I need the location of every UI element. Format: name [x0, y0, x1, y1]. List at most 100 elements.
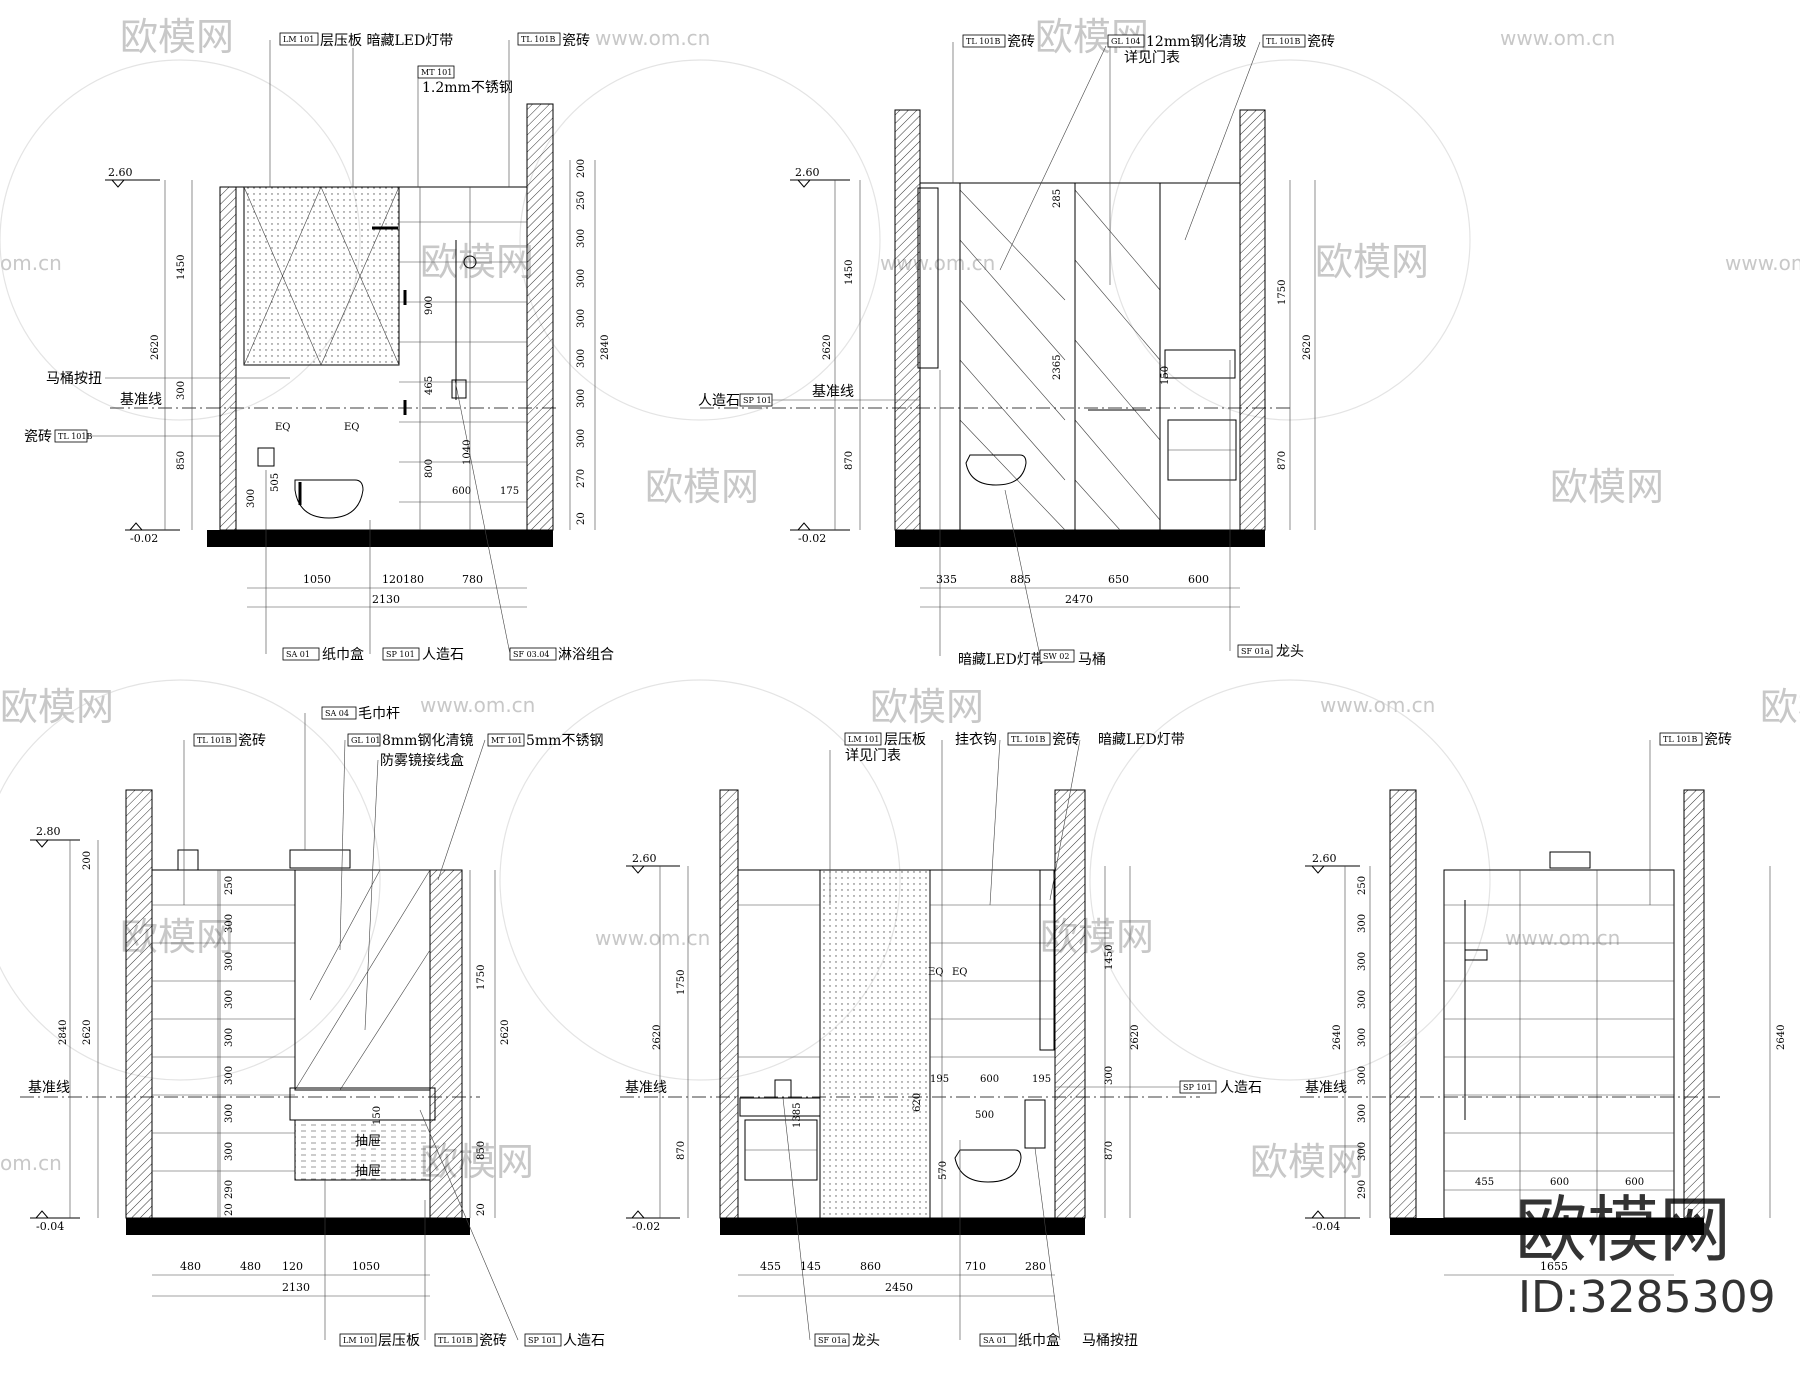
- svg-text:870: 870: [844, 451, 855, 470]
- svg-text:TL 101B: TL 101B: [58, 432, 92, 441]
- svg-text:600: 600: [452, 486, 471, 497]
- svg-text:250: 250: [224, 876, 235, 895]
- floor-slab: [126, 1218, 470, 1235]
- svg-text:300: 300: [1357, 952, 1368, 971]
- svg-text:2640: 2640: [1776, 1025, 1787, 1050]
- wall-left: [125, 789, 153, 1219]
- svg-text:300: 300: [576, 269, 587, 288]
- shower-head: [463, 255, 477, 269]
- svg-text:2840: 2840: [58, 1020, 69, 1045]
- svg-text:465: 465: [424, 376, 435, 395]
- laminate-door: [819, 869, 931, 1219]
- svg-text:TL 101B: TL 101B: [1266, 37, 1300, 46]
- toilet: [294, 479, 364, 519]
- note-sp101: SP 101 人造石: [1055, 1080, 1262, 1096]
- note-mt101: MT 101 5mm不锈钢: [437, 733, 603, 881]
- dims-bottom: 480 480 120 1050 2130: [152, 1260, 430, 1297]
- svg-text:570: 570: [938, 1161, 949, 1180]
- svg-text:LM 101: LM 101: [283, 35, 314, 44]
- svg-text:1450: 1450: [1104, 945, 1115, 970]
- svg-text:850: 850: [476, 1141, 487, 1160]
- svg-text:300: 300: [246, 489, 257, 508]
- dims-inner: 455 600 600: [1444, 1177, 1674, 1191]
- svg-text:480: 480: [180, 1260, 201, 1273]
- svg-text:870: 870: [1104, 1141, 1115, 1160]
- dims-left: 250 300 300 300 300 300 300 300 290 2640: [1332, 866, 1371, 1218]
- svg-text:620: 620: [912, 1093, 923, 1112]
- svg-text:TL 101B: TL 101B: [197, 736, 231, 745]
- elevation-panel-4: 2.60 -0.02 基准线 LM 101 层压板 详见门表 挂衣钩 TL 10…: [620, 732, 1262, 1349]
- svg-text:层压板 暗藏LED灯带: 层压板 暗藏LED灯带: [320, 33, 453, 49]
- svg-text:650: 650: [1108, 573, 1129, 586]
- svg-text:300: 300: [1357, 1104, 1368, 1123]
- svg-text:防雾镜接线盒: 防雾镜接线盒: [380, 752, 464, 769]
- drawer-label-1: 抽屉: [355, 1134, 381, 1149]
- svg-text:300: 300: [576, 309, 587, 328]
- note-sp101: SP 101 人造石: [369, 520, 464, 663]
- svg-text:300: 300: [1357, 1066, 1368, 1085]
- mirror: [294, 869, 431, 1091]
- svg-text:20: 20: [576, 512, 587, 525]
- shower-valve: [451, 379, 467, 399]
- svg-text:MT 101: MT 101: [491, 736, 522, 745]
- svg-text:SA 01: SA 01: [286, 650, 310, 659]
- wall-left: [719, 789, 739, 1219]
- watermark-brand-7: 欧模网: [0, 685, 114, 729]
- svg-text:300: 300: [224, 1104, 235, 1123]
- wall-right: [1239, 109, 1266, 531]
- svg-text:300: 300: [576, 229, 587, 248]
- svg-text:GL 101: GL 101: [351, 736, 381, 745]
- svg-text:瓷砖: 瓷砖: [24, 429, 52, 445]
- svg-text:1050: 1050: [303, 573, 331, 586]
- floor-slab: [895, 530, 1265, 547]
- note-lm101: LM 101 层压板 详见门表: [829, 732, 926, 905]
- led-strip: [1039, 869, 1055, 1051]
- dims-bottom: 1655: [1444, 1260, 1674, 1276]
- wall-right: [1054, 789, 1086, 1219]
- baseline-label: 基准线: [1305, 1079, 1347, 1096]
- tile-grid: [399, 187, 527, 530]
- dims-inner: 900 465 800 1040 600 175 505 300 EQ EQ: [246, 296, 519, 508]
- svg-text:人造石: 人造石: [1220, 1080, 1262, 1096]
- note-sf: SF 03.04 淋浴组合: [454, 379, 614, 663]
- svg-text:2620: 2620: [822, 335, 833, 360]
- dims-left: 1750 2620 870: [652, 866, 689, 1218]
- svg-text:300: 300: [1104, 1066, 1115, 1085]
- svg-text:暗藏LED灯带: 暗藏LED灯带: [1098, 732, 1185, 748]
- svg-text:300: 300: [224, 990, 235, 1009]
- watermark-url-6: www.om.cn: [420, 693, 535, 717]
- wall-right: [526, 103, 554, 531]
- note-tl101b: TL 101B 瓷砖: [989, 732, 1080, 906]
- svg-text:2640: 2640: [1332, 1025, 1343, 1050]
- svg-text:SP 101: SP 101: [743, 396, 772, 405]
- dims-left: 200 2840 2620: [58, 840, 99, 1218]
- svg-text:1750: 1750: [476, 965, 487, 990]
- dims-inner: 150: [372, 1106, 383, 1125]
- elevation-panel-3: 抽屉 抽屉 2.80 -0.04 基准线 SA 04 毛巾杆 TL 101B 瓷…: [20, 706, 605, 1349]
- svg-text:马桶: 马桶: [1078, 652, 1106, 668]
- svg-text:SF 01a: SF 01a: [1241, 647, 1270, 656]
- note-tl101b: TL 101B 瓷砖: [1649, 732, 1732, 905]
- svg-text:毛巾杆: 毛巾杆: [358, 706, 400, 722]
- toilet: [965, 454, 1027, 486]
- svg-text:暗藏LED灯带: 暗藏LED灯带: [958, 652, 1045, 668]
- watermark-id: ID:3285309: [1518, 1272, 1776, 1323]
- svg-text:淋浴组合: 淋浴组合: [558, 647, 614, 663]
- svg-text:250: 250: [1357, 876, 1368, 895]
- svg-text:860: 860: [860, 1260, 881, 1273]
- note-led: 暗藏LED灯带 SW 02 马桶: [939, 370, 1106, 668]
- svg-text:1750: 1750: [676, 970, 687, 995]
- svg-text:300: 300: [576, 349, 587, 368]
- dims-right: 2640: [1769, 866, 1787, 1218]
- level-bottom: -0.02: [130, 532, 158, 545]
- note-tl101b: TL 101B 瓷砖: [183, 733, 266, 905]
- svg-text:瓷砖: 瓷砖: [1704, 732, 1732, 748]
- svg-text:SF 01a: SF 01a: [818, 1336, 847, 1345]
- svg-text:TL 101B: TL 101B: [1663, 735, 1697, 744]
- toilet: [954, 1149, 1022, 1183]
- note-fog: 防雾镜接线盒: [364, 752, 464, 1031]
- svg-text:20: 20: [224, 1203, 235, 1216]
- dims-bottom: 1050 120 180 780 2130: [247, 573, 527, 608]
- svg-text:12mm钢化清玻: 12mm钢化清玻: [1146, 34, 1246, 50]
